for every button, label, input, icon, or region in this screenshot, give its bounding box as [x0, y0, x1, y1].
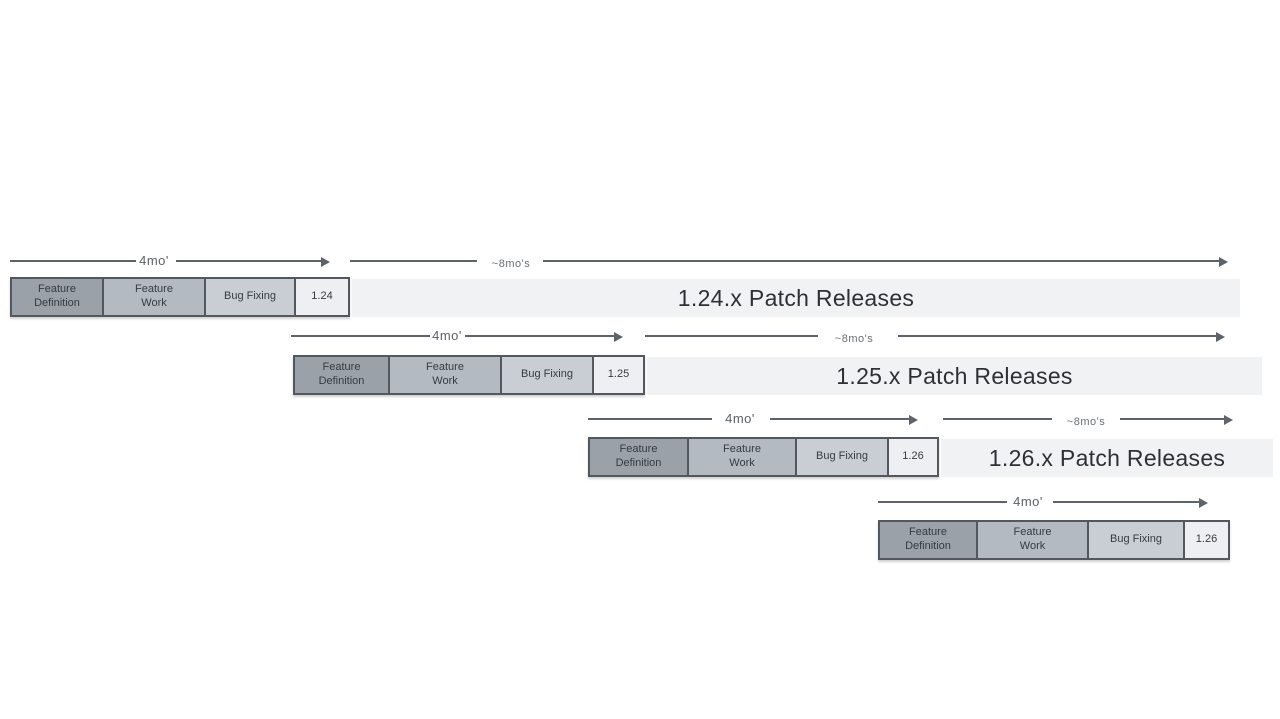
patch-releases-band: 1.24.x Patch Releases	[352, 279, 1240, 317]
phase-box-feature-work: Feature Work	[390, 357, 502, 393]
version-box: 1.26	[889, 439, 937, 475]
phase-box-bug-fixing: Bug Fixing	[206, 279, 296, 315]
four-month-arrow-label: 4mo'	[725, 411, 755, 426]
eight-month-arrow-label: ~8mo's	[834, 333, 874, 345]
four-month-arrow-line	[176, 260, 322, 262]
version-box: 1.25	[594, 357, 643, 393]
four-month-arrow-line	[878, 501, 1007, 503]
eight-month-arrow-line	[943, 418, 1052, 420]
eight-month-arrow-line	[350, 260, 477, 262]
four-month-arrow-line	[588, 418, 712, 420]
arrow-head-icon	[1216, 332, 1225, 342]
four-month-arrow-label: 4mo'	[1013, 494, 1043, 509]
four-month-arrow-label: 4mo'	[139, 253, 169, 268]
phase-box-feature-definition: Feature Definition	[590, 439, 689, 475]
arrow-head-icon	[1219, 257, 1228, 267]
four-month-arrow-line	[1053, 501, 1200, 503]
phase-box-feature-definition: Feature Definition	[12, 279, 104, 315]
arrow-head-icon	[1199, 498, 1208, 508]
four-month-arrow-label: 4mo'	[432, 328, 462, 343]
version-box: 1.26	[1185, 522, 1228, 558]
four-month-arrow-line	[10, 260, 136, 262]
eight-month-arrow-line	[1120, 418, 1225, 420]
release-cycle-boxes: Feature Definition Feature Work Bug Fixi…	[878, 520, 1230, 560]
patch-releases-label: 1.24.x Patch Releases	[677, 284, 915, 311]
release-cycle-boxes: Feature Definition Feature Work Bug Fixi…	[588, 437, 939, 477]
patch-releases-band: 1.25.x Patch Releases	[647, 357, 1262, 395]
arrow-head-icon	[909, 415, 918, 425]
release-cycle-boxes: Feature Definition Feature Work Bug Fixi…	[10, 277, 350, 317]
patch-releases-label: 1.25.x Patch Releases	[836, 362, 1073, 389]
phase-box-bug-fixing: Bug Fixing	[1089, 522, 1185, 558]
phase-box-bug-fixing: Bug Fixing	[797, 439, 889, 475]
four-month-arrow-line	[465, 335, 615, 337]
patch-releases-band: 1.26.x Patch Releases	[941, 439, 1273, 477]
phase-box-feature-work: Feature Work	[978, 522, 1089, 558]
phase-box-feature-work: Feature Work	[104, 279, 206, 315]
eight-month-arrow-line	[898, 335, 1217, 337]
release-cycle-boxes: Feature Definition Feature Work Bug Fixi…	[293, 355, 645, 395]
phase-box-bug-fixing: Bug Fixing	[502, 357, 594, 393]
arrow-head-icon	[1224, 415, 1233, 425]
eight-month-arrow-line	[543, 260, 1220, 262]
phase-box-feature-definition: Feature Definition	[295, 357, 390, 393]
four-month-arrow-line	[291, 335, 430, 337]
eight-month-arrow-label: ~8mo's	[1066, 416, 1106, 428]
arrow-head-icon	[321, 257, 330, 267]
patch-releases-label: 1.26.x Patch Releases	[988, 444, 1226, 471]
four-month-arrow-line	[770, 418, 910, 420]
eight-month-arrow-line	[645, 335, 818, 337]
eight-month-arrow-label: ~8mo's	[491, 258, 531, 270]
phase-box-feature-work: Feature Work	[689, 439, 797, 475]
version-box: 1.24	[296, 279, 348, 315]
phase-box-feature-definition: Feature Definition	[880, 522, 978, 558]
arrow-head-icon	[614, 332, 623, 342]
